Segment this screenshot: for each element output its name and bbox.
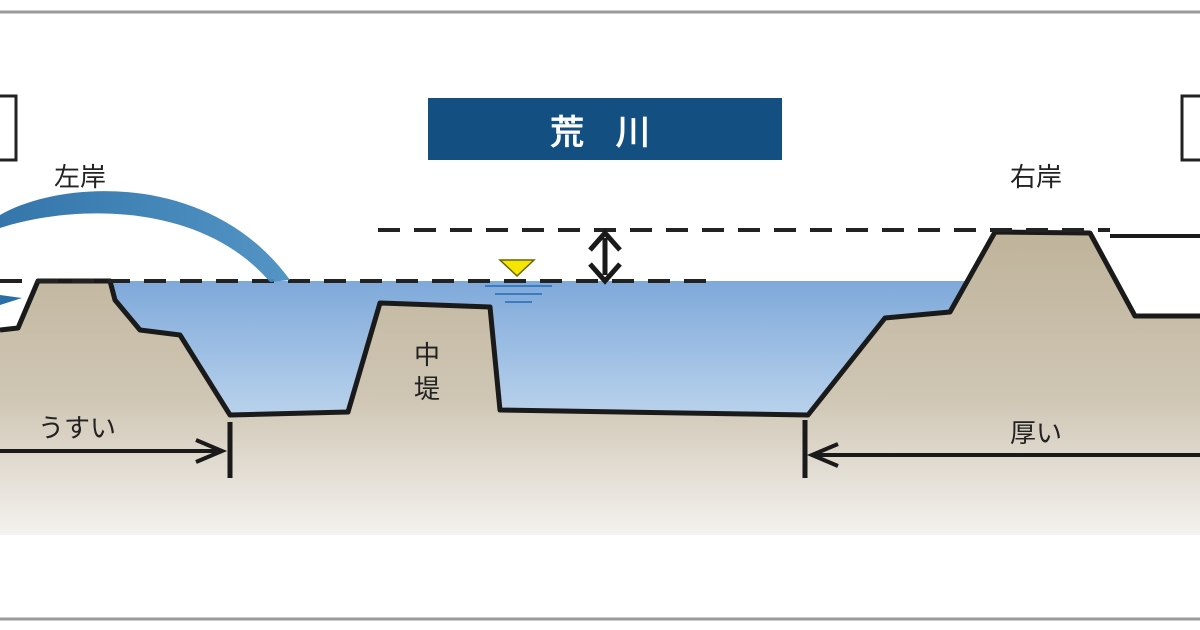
height-diff-arrow-up-icon [588, 229, 622, 252]
ground-earth [0, 232, 1200, 535]
thick-levee-label: 厚い [1010, 419, 1063, 449]
middle-levee-label-top: 中 [413, 341, 440, 371]
river-name-title: 荒 川 [428, 98, 782, 160]
overflow-arrow-icon [0, 191, 290, 282]
right-edge-box [1180, 94, 1200, 162]
height-diff-arrow-down-icon [588, 262, 622, 285]
left-bank-label: 左岸 [54, 163, 107, 193]
middle-levee-label-bottom: 堤 [413, 375, 440, 405]
right-width-arrowhead-icon [806, 442, 839, 468]
river-water [110, 281, 980, 415]
water-level-marker-icon [498, 259, 536, 278]
right-bank-label: 右岸 [1010, 163, 1063, 193]
left-width-arrowhead-icon [195, 438, 228, 464]
thin-levee-label: うすい [38, 414, 117, 444]
left-edge-box [0, 94, 18, 162]
overflow-arrow-tip-icon [0, 295, 22, 305]
